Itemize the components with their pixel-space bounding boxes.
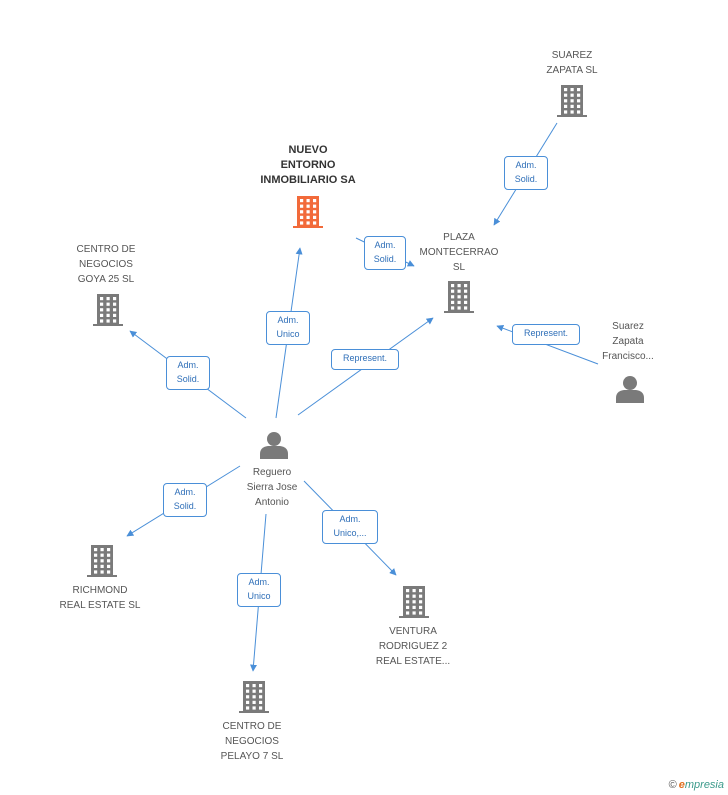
edge-label-e3[interactable]: Adm. Unico — [266, 311, 310, 345]
edge-label-e5[interactable]: Represent. — [331, 349, 399, 370]
node-label-line: ENTORNO — [280, 159, 336, 171]
node-label-suarez_zapata_sl[interactable]: SUAREZ ZAPATA SL — [527, 48, 617, 78]
node-label-line: NUEVO — [288, 144, 328, 156]
node-label-nuevo[interactable]: NUEVO ENTORNO INMOBILIARIO SA — [248, 143, 368, 188]
edge-label-line: Solid. — [373, 254, 397, 264]
node-label-line: Reguero — [252, 467, 292, 478]
node-label-line: SUAREZ — [551, 50, 593, 61]
node-label-line: MONTECERRAO — [419, 247, 499, 258]
node-label-line: CENTRO DE — [76, 244, 136, 255]
node-label-line: NEGOCIOS — [225, 736, 279, 747]
edge-label-e4[interactable]: Adm. Solid. — [166, 356, 210, 390]
edge-label-line: Adm. — [515, 160, 537, 170]
brand-logo: ©empresia — [669, 779, 724, 791]
node-label-line: GOYA 25 SL — [77, 274, 135, 285]
building-icon[interactable] — [399, 586, 429, 618]
building-icon[interactable] — [87, 545, 117, 577]
edge-label-line: Adm. — [374, 240, 396, 250]
edge-label-line: Unico — [247, 591, 271, 601]
node-label-line: Antonio — [255, 497, 289, 508]
edge-label-line: Adm. — [277, 315, 299, 325]
edge-label-line: Solid. — [514, 174, 538, 184]
node-label-line: ZAPATA SL — [546, 65, 598, 76]
node-label-line: INMOBILIARIO SA — [260, 174, 356, 186]
building-icon[interactable] — [557, 85, 587, 117]
node-label-plaza[interactable]: PLAZA MONTECERRAO SL — [409, 230, 509, 275]
brand-name: mpresia — [684, 779, 724, 791]
edge-label-e1[interactable]: Adm. Solid. — [504, 156, 548, 190]
brand-initial: e — [678, 779, 685, 791]
edge-label-e6[interactable]: Represent. — [512, 324, 580, 345]
node-label-line: Sierra Jose — [246, 482, 298, 493]
node-label-line: CENTRO DE — [222, 721, 282, 732]
node-label-line: Zapata — [612, 336, 644, 347]
node-label-goya[interactable]: CENTRO DE NEGOCIOS GOYA 25 SL — [56, 242, 156, 287]
building-icon[interactable] — [239, 681, 269, 713]
edge-label-e9[interactable]: Adm. Unico — [237, 573, 281, 607]
edge-label-line: Unico,... — [333, 528, 367, 538]
building-icon[interactable] — [93, 294, 123, 326]
node-label-ventura[interactable]: VENTURA RODRIGUEZ 2 REAL ESTATE... — [363, 624, 463, 669]
person-icon[interactable] — [260, 432, 288, 459]
edge-label-line: Adm. — [174, 487, 196, 497]
edge-label-e7[interactable]: Adm. Solid. — [163, 483, 207, 517]
node-label-line: RICHMOND — [72, 585, 128, 596]
node-label-line: VENTURA — [389, 626, 437, 637]
node-label-line: REAL ESTATE... — [375, 656, 451, 667]
node-label-line: Francisco... — [602, 351, 654, 362]
node-label-line: REAL ESTATE SL — [59, 600, 141, 611]
building-icon[interactable] — [293, 196, 323, 228]
edge-label-line: Represent. — [342, 353, 388, 363]
node-label-line: RODRIGUEZ 2 — [378, 641, 448, 652]
edge-label-line: Adm. — [339, 514, 361, 524]
edge-label-e2[interactable]: Adm. Solid. — [364, 236, 406, 270]
node-label-line: Suarez — [612, 321, 644, 332]
edge-label-line: Adm. — [248, 577, 270, 587]
node-label-richmond[interactable]: RICHMOND REAL ESTATE SL — [45, 583, 155, 613]
node-label-line: PLAZA — [443, 232, 475, 243]
edge-label-line: Represent. — [523, 328, 569, 338]
edge-label-line: Solid. — [173, 501, 197, 511]
edge-label-line: Unico — [276, 329, 300, 339]
edge-label-line: Solid. — [176, 374, 200, 384]
node-label-line: NEGOCIOS — [79, 259, 133, 270]
edge-label-line: Adm. — [177, 360, 199, 370]
node-label-line: PELAYO 7 SL — [220, 751, 284, 762]
node-label-pelayo[interactable]: CENTRO DE NEGOCIOS PELAYO 7 SL — [202, 719, 302, 764]
person-icon[interactable] — [616, 376, 644, 403]
node-label-line: SL — [452, 262, 466, 273]
edge-label-e8[interactable]: Adm. Unico,... — [322, 510, 378, 544]
building-icon[interactable] — [444, 281, 474, 313]
copyright-symbol: © — [668, 779, 677, 791]
